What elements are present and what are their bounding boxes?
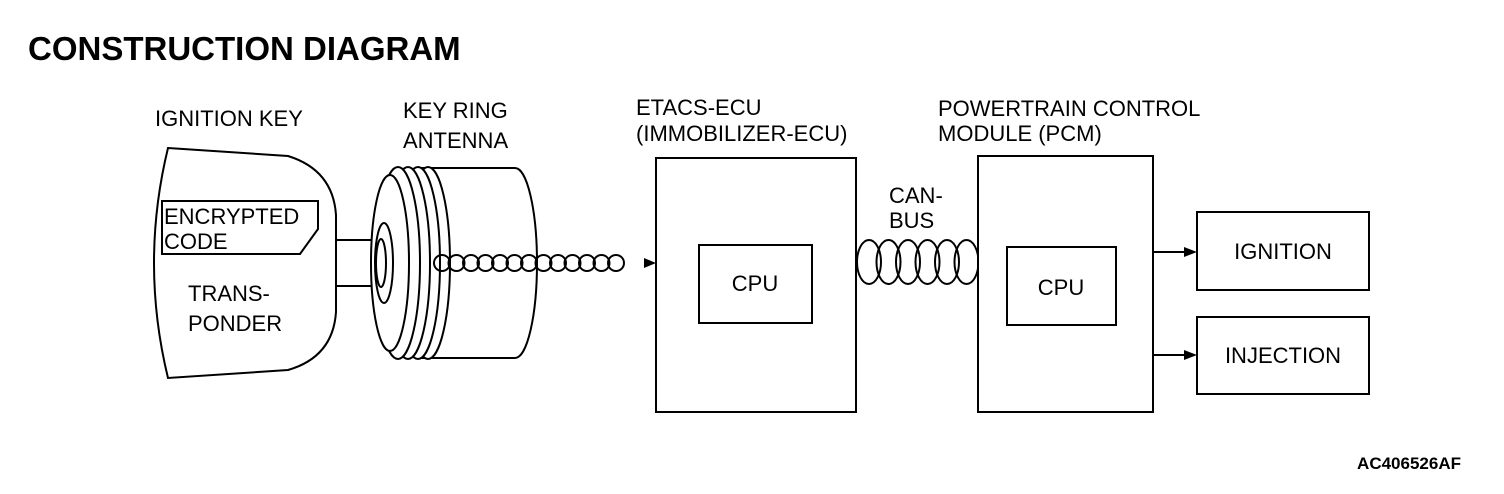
canbus-link bbox=[856, 239, 980, 285]
pcm-label-line2: MODULE (PCM) bbox=[938, 121, 1102, 146]
key-ring-antenna bbox=[370, 166, 538, 360]
wireless-link bbox=[433, 254, 625, 272]
canbus-loop bbox=[914, 239, 941, 285]
wireless-coil-loop bbox=[592, 254, 611, 272]
etacs-label-line2: (IMMOBILIZER-ECU) bbox=[636, 121, 847, 146]
ignition-label: IGNITION bbox=[1234, 239, 1332, 264]
etacs-cpu-box bbox=[698, 244, 813, 324]
wireless-coil-loop bbox=[534, 254, 553, 272]
canbus-label-line1: CAN- bbox=[889, 183, 943, 208]
wireless-coil-loop bbox=[563, 254, 582, 272]
wireless-coil-loop bbox=[462, 254, 480, 272]
pcm-cpu-box bbox=[1006, 246, 1117, 326]
injection-label: INJECTION bbox=[1225, 343, 1341, 368]
canbus-loop bbox=[856, 239, 882, 285]
wireless-coil-loop bbox=[520, 254, 538, 272]
wireless-coil-loop bbox=[476, 254, 495, 272]
transponder-line2: PONDER bbox=[188, 311, 282, 336]
injection-arrow-head bbox=[1184, 350, 1197, 360]
ignition-arrow-head bbox=[1184, 247, 1197, 257]
canbus-loop bbox=[895, 239, 921, 285]
ignition-key-head-outline bbox=[153, 146, 337, 380]
pcm-label-line1: POWERTRAIN CONTROL bbox=[938, 96, 1200, 121]
wireless-coil-loop bbox=[505, 254, 524, 272]
wireless-coil-loop bbox=[447, 254, 466, 272]
figure-reference: AC406526AF bbox=[1357, 454, 1461, 473]
encrypted-code-line2: CODE bbox=[164, 229, 228, 254]
wireless-coil-loop bbox=[578, 254, 596, 272]
ignition-box bbox=[1196, 211, 1370, 291]
encrypted-code-line1: ENCRYPTED bbox=[164, 204, 299, 229]
encrypted-code-chip bbox=[161, 200, 319, 255]
canbus-loop bbox=[875, 239, 902, 285]
diagram-title: CONSTRUCTION DIAGRAM bbox=[28, 30, 461, 67]
canbus-label-line2: BUS bbox=[889, 208, 934, 233]
transponder-line1: TRANS- bbox=[188, 281, 270, 306]
pcm-cpu-label: CPU bbox=[1038, 275, 1084, 300]
wireless-coil-loop bbox=[549, 254, 567, 272]
wireless-arrow-head bbox=[644, 258, 656, 268]
injection-box bbox=[1196, 316, 1370, 395]
wireless-coil-loop bbox=[433, 254, 451, 272]
antenna-label-line1: KEY RING bbox=[403, 98, 508, 123]
antenna-label-line2: ANTENNA bbox=[403, 128, 508, 153]
etacs-label-line1: ETACS-ECU bbox=[636, 95, 762, 120]
canbus-loop bbox=[934, 239, 960, 285]
wireless-coil-loop bbox=[491, 254, 509, 272]
ignition-key-label: IGNITION KEY bbox=[155, 106, 303, 131]
etacs-cpu-label: CPU bbox=[732, 271, 778, 296]
wireless-coil-loop bbox=[607, 254, 625, 272]
